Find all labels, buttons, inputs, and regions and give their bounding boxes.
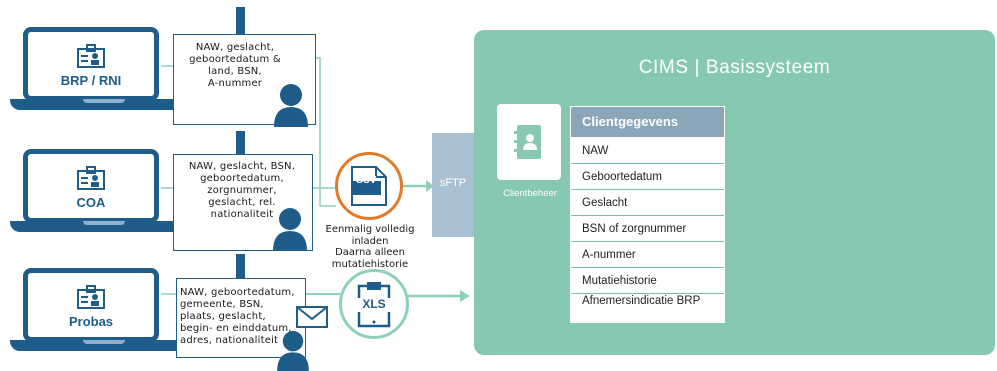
cims-title: CIMS | Basissysteem [638, 57, 831, 78]
caption-line: Daarna alleen [335, 247, 405, 258]
source-label: BRP / RNI [60, 73, 122, 88]
client-label: Clientbeheer [503, 188, 557, 199]
address-book-icon [514, 125, 541, 159]
csv-file-icon [351, 166, 387, 206]
csv-label: CSV [355, 175, 377, 186]
person-icon [274, 84, 308, 127]
table-row: Mutatiehistorie [571, 268, 724, 294]
table-row: A-nummer [571, 242, 724, 268]
info-line: zorgnummer, [207, 185, 277, 196]
table-row: Afnemersindicatie BRP [571, 294, 724, 322]
table-row: NAW [571, 138, 724, 164]
info-text-brp: NAW, geslacht, geboortedatum & land, BSN… [180, 42, 290, 90]
connector-bar [236, 254, 245, 282]
table-row: Geboortedatum [571, 164, 724, 190]
info-line: nationaliteit [210, 209, 274, 220]
client-tile [497, 104, 561, 180]
id-card-icon [77, 166, 105, 190]
source-laptop-brp: BRP / RNI [10, 27, 186, 110]
laptop-base [10, 221, 186, 232]
sftp-gateway: sFTP [432, 133, 474, 237]
sftp-label: sFTP [439, 177, 467, 189]
info-line: geboortedatum, [200, 173, 284, 184]
laptop-base [10, 340, 186, 351]
laptop-screen: COA [23, 149, 159, 223]
info-text-probas: NAW, geboortedatum, gemeente, BSN, plaat… [180, 287, 305, 347]
connector-bar [236, 7, 245, 37]
laptop-base [10, 99, 186, 110]
connector-bar [236, 131, 245, 158]
info-line: geslacht, rel. [208, 197, 276, 208]
info-text-coa: NAW, geslacht, BSN, geboortedatum, zorgn… [176, 161, 308, 221]
source-laptop-coa: COA [10, 149, 186, 232]
table-row: BSN of zorgnummer [571, 216, 724, 242]
envelope-icon [296, 306, 328, 328]
laptop-notch [83, 340, 125, 344]
table-row: Geslacht [571, 190, 724, 216]
id-card-icon [77, 285, 105, 309]
info-line: gemeente, BSN, [180, 299, 264, 310]
caption-line: inladen [351, 235, 389, 247]
info-line: NAW, geslacht, [195, 42, 275, 53]
info-line: land, BSN, [208, 66, 262, 77]
source-label: COA [76, 195, 106, 210]
info-line: NAW, geslacht, BSN, [188, 161, 296, 172]
info-line: geboortedatum & [189, 54, 281, 65]
laptop-notch [83, 99, 125, 103]
xls-file-icon [355, 282, 393, 328]
caption-line: mutatiehistorie [331, 258, 409, 270]
id-card-icon [77, 44, 105, 68]
person-icon [277, 330, 309, 371]
client-data-table: Clientgegevens NAW Geboortedatum Geslach… [570, 106, 725, 323]
caption-line: Eenmalig volledig [325, 224, 415, 235]
person-icon [273, 208, 307, 251]
laptop-notch [83, 221, 125, 225]
xls-label: XLS [362, 297, 386, 311]
info-line: plaats, geslacht, [180, 311, 266, 322]
source-label: Probas [68, 314, 114, 329]
csv-caption: Eenmalig volledig inladen Daarna alleen … [316, 224, 424, 270]
info-line: begin- en einddatum, [180, 323, 292, 334]
info-line: A-nummer [207, 78, 263, 89]
laptop-screen: Probas [23, 268, 159, 342]
cims-panel: CIMS | Basissysteem [474, 30, 995, 355]
table-header: Clientgegevens [571, 107, 724, 138]
source-laptop-probas: Probas [10, 268, 186, 351]
laptop-screen: BRP / RNI [23, 27, 159, 101]
info-line: NAW, geboortedatum, [180, 287, 295, 298]
info-box-brp [173, 34, 316, 125]
info-line: adres, nationaliteit [180, 335, 279, 346]
